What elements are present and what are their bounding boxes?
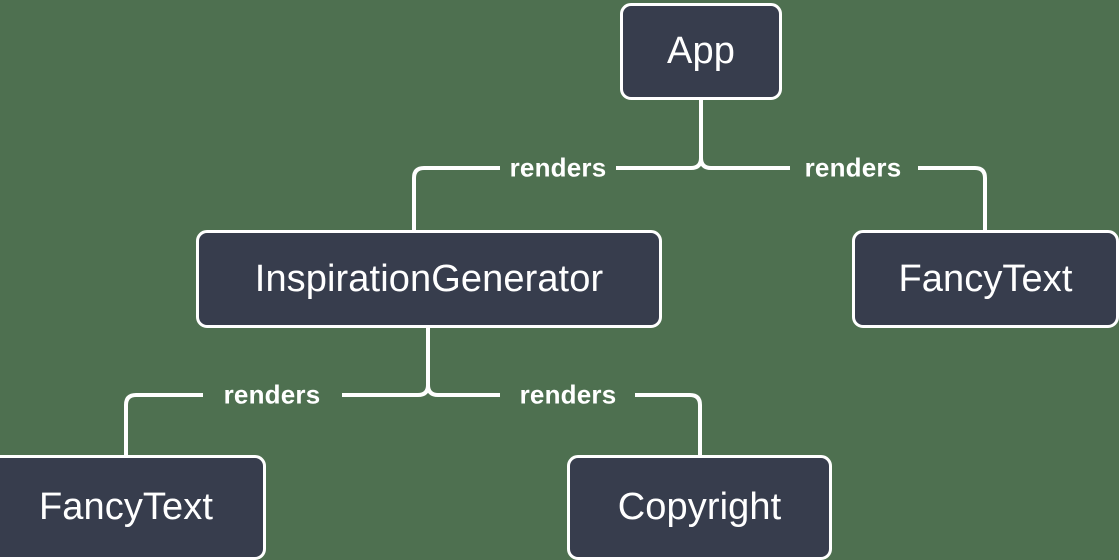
node-copyright[interactable]: Copyright (567, 455, 832, 560)
node-fancytext-left[interactable]: FancyText (0, 455, 266, 560)
edge-inspgen-to-fancy-left (124, 393, 203, 455)
node-fancytext-left-label: FancyText (38, 486, 214, 528)
edge-inspgen-stem-right (426, 384, 500, 397)
edge-inspgen-stem (342, 328, 430, 397)
node-app[interactable]: App (620, 3, 782, 100)
edge-inspgen-to-copyright (635, 393, 702, 455)
edge-app-stem-right (699, 157, 790, 170)
edge-label-app-inspirationgenerator: renders (509, 152, 607, 183)
edge-app-to-fancy-right (918, 166, 987, 230)
node-copyright-label: Copyright (617, 486, 782, 528)
edge-app-to-inspgen (412, 166, 500, 230)
node-fancytext-right[interactable]: FancyText (852, 230, 1119, 328)
node-inspirationgenerator-label: InspirationGenerator (254, 257, 604, 300)
node-app-label: App (667, 30, 735, 72)
node-inspirationgenerator[interactable]: InspirationGenerator (196, 230, 662, 328)
node-fancytext-right-label: FancyText (898, 257, 1073, 300)
edge-app-stem (616, 100, 703, 170)
edge-label-app-fancytext: renders (804, 152, 902, 183)
edge-label-inspirationgenerator-copyright: renders (519, 379, 617, 410)
edge-label-inspirationgenerator-fancytext: renders (223, 379, 321, 410)
